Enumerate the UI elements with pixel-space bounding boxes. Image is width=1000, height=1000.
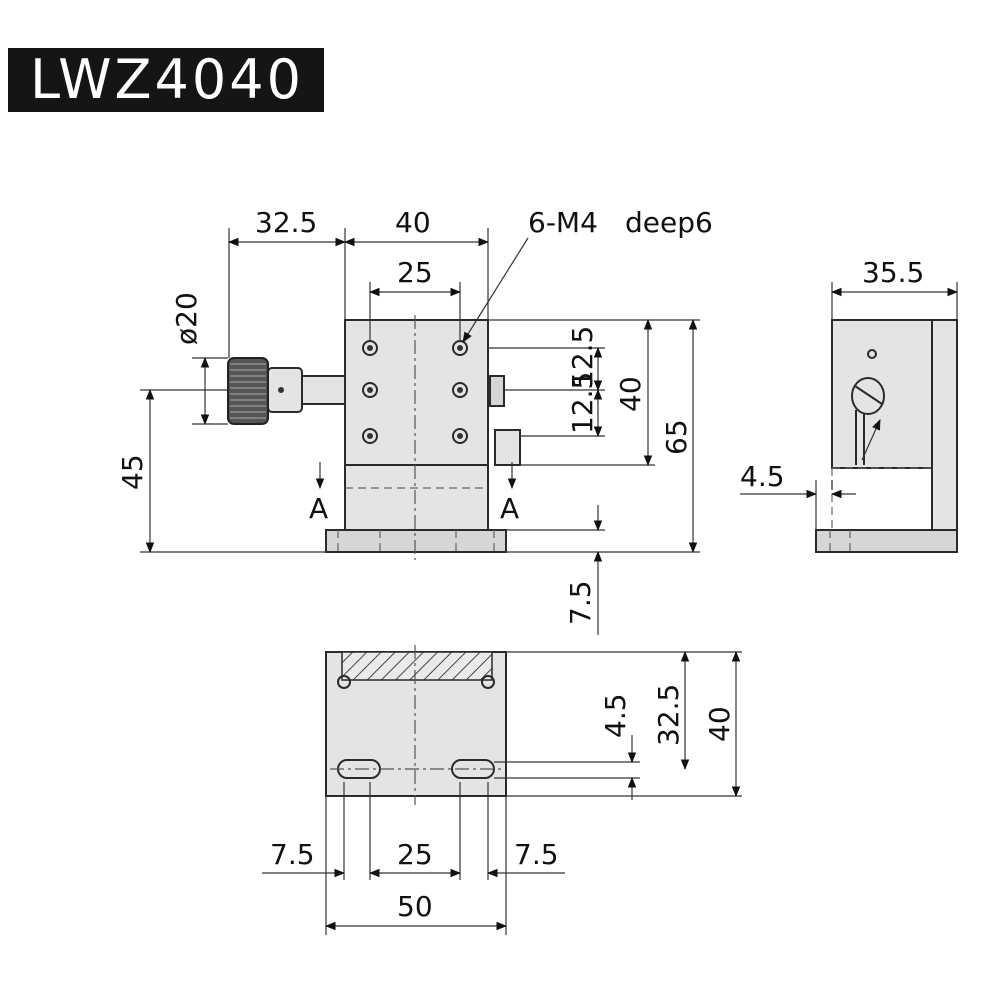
section-mark-left: A bbox=[309, 492, 328, 525]
thread-callout-prefix: 6-M4 bbox=[528, 206, 598, 239]
dim-4-5-side: 4.5 bbox=[740, 460, 785, 493]
dim-12-5-upper: 12.5 bbox=[566, 326, 599, 388]
thread-callout-suffix: deep6 bbox=[625, 206, 713, 239]
dim-25-top: 25 bbox=[397, 256, 433, 289]
side-stage-body bbox=[831, 319, 933, 469]
dim-7-5-base: 7.5 bbox=[564, 580, 597, 625]
front-dimensions: 32.5 40 25 6-M4 deep6 ø20 45 12.5 12.5 4… bbox=[116, 206, 713, 635]
dim-12-5-lower: 12.5 bbox=[566, 372, 599, 434]
side-view bbox=[815, 319, 958, 553]
bottom-view bbox=[325, 645, 507, 805]
dim-25-bottom: 25 bbox=[397, 838, 433, 871]
lock-clamp bbox=[489, 375, 521, 466]
dim-7-5-right: 7.5 bbox=[514, 838, 559, 871]
tapped-holes bbox=[362, 340, 468, 444]
dim-7-5-left: 7.5 bbox=[270, 838, 315, 871]
front-column bbox=[344, 464, 489, 531]
dim-40-right: 40 bbox=[614, 376, 647, 412]
dim-32-5: 32.5 bbox=[255, 206, 317, 239]
dim-45: 45 bbox=[116, 454, 149, 490]
dim-knob-diameter: ø20 bbox=[170, 292, 203, 345]
dim-40-bottom: 40 bbox=[703, 706, 736, 742]
dim-65: 65 bbox=[660, 419, 693, 455]
front-view: A A bbox=[227, 315, 521, 560]
section-mark-right: A bbox=[500, 492, 519, 525]
title-box: LWZ4040 bbox=[8, 48, 324, 112]
side-dimensions: 35.5 4.5 bbox=[740, 256, 959, 530]
model-title: LWZ4040 bbox=[30, 48, 304, 111]
front-base bbox=[325, 529, 507, 553]
dim-4-5-bottom: 4.5 bbox=[599, 693, 632, 738]
dim-35-5: 35.5 bbox=[862, 256, 924, 289]
dim-40-top: 40 bbox=[395, 206, 431, 239]
dim-50: 50 bbox=[397, 890, 433, 923]
bottom-dimensions: 4.5 32.5 40 7.5 25 7.5 50 bbox=[262, 650, 742, 935]
dim-32-5-bottom: 32.5 bbox=[652, 684, 685, 746]
adjustment-knob bbox=[227, 357, 346, 425]
